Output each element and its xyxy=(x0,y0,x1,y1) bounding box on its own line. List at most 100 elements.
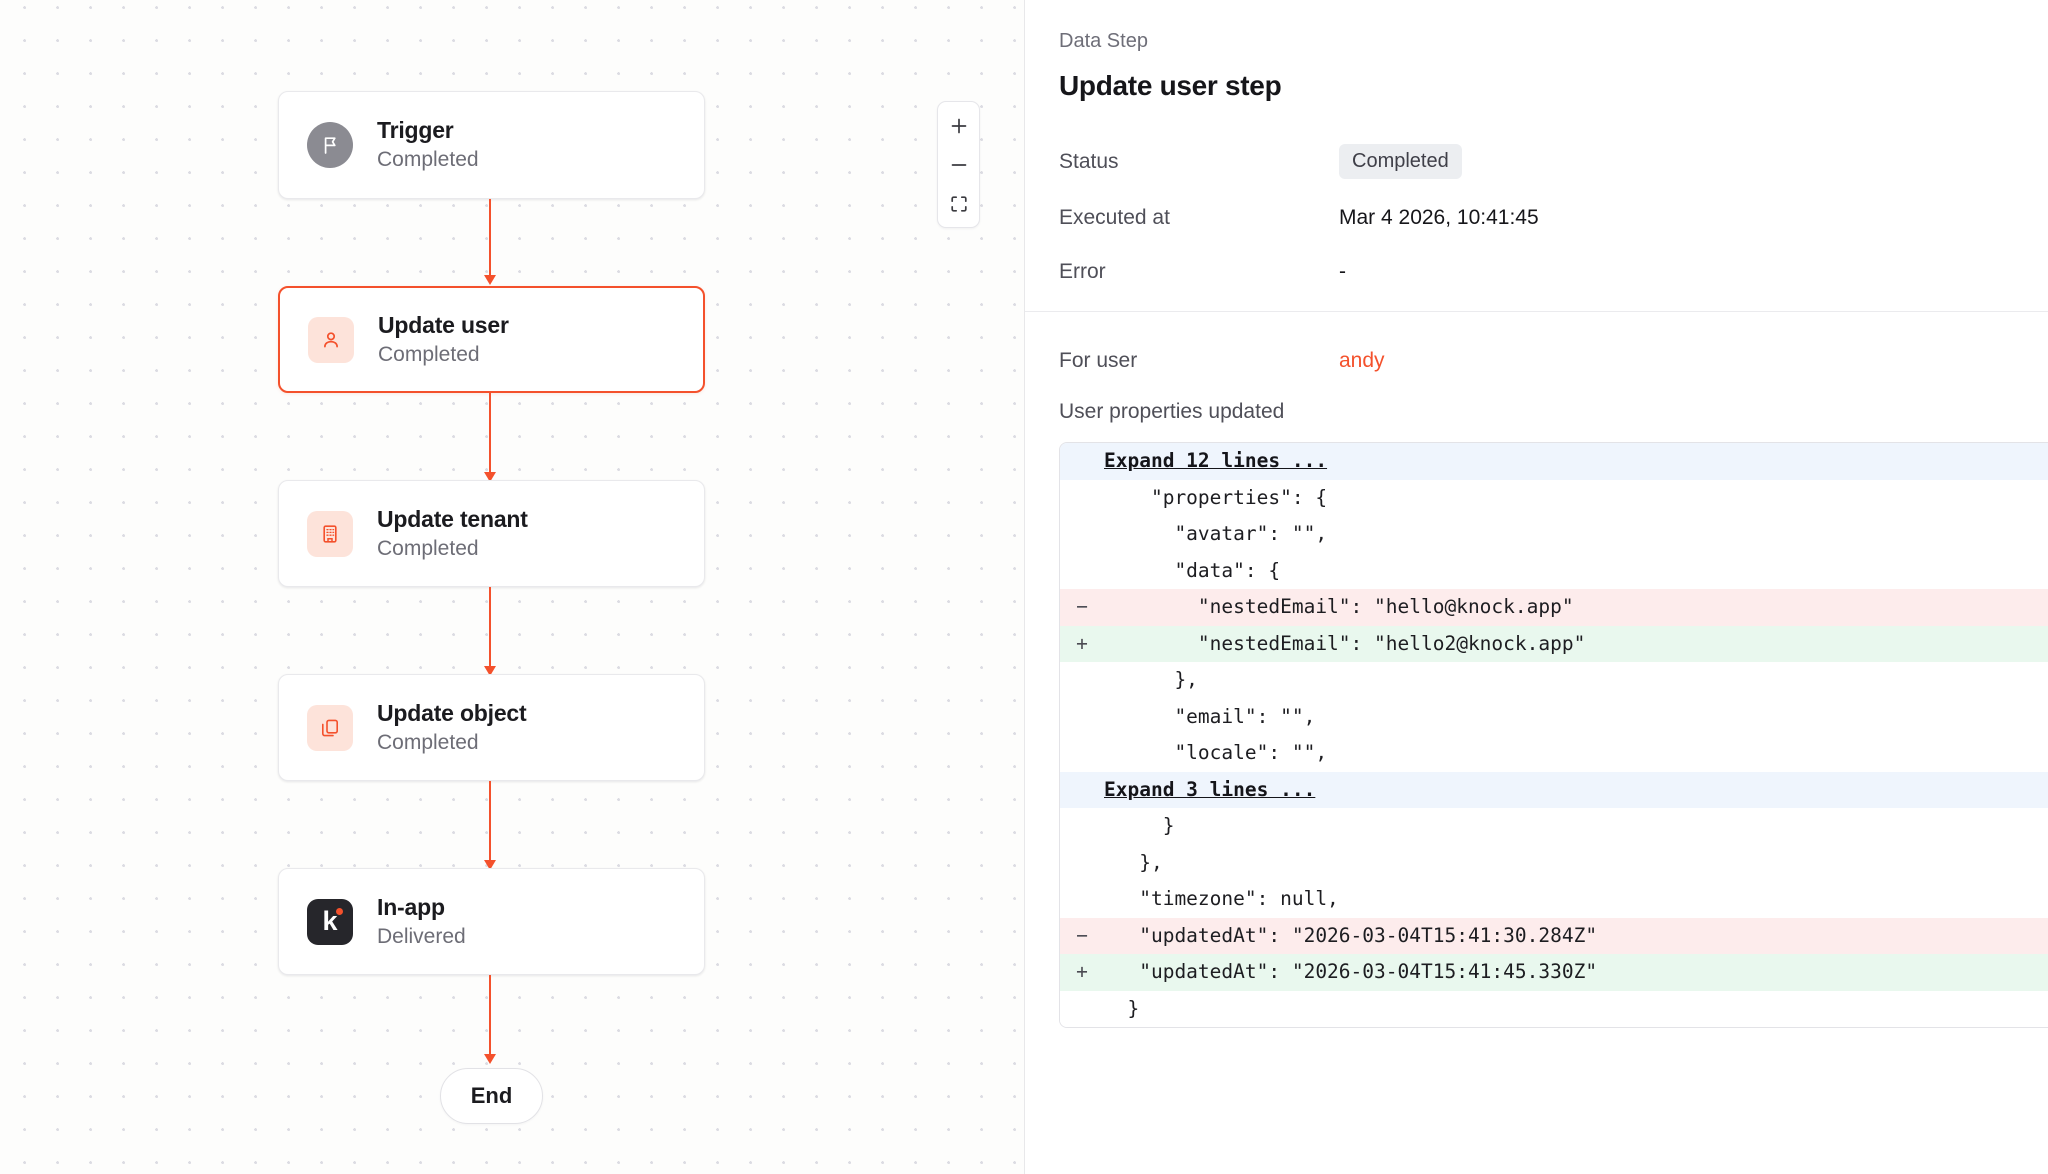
flow-node-title: Update user xyxy=(378,311,509,338)
user-link[interactable]: andy xyxy=(1339,349,1385,372)
knock-badge-dot-icon xyxy=(336,907,343,915)
diff-row: "locale": "", xyxy=(1060,735,2048,772)
canvas-zoom-controls xyxy=(937,101,980,228)
diff-text: } xyxy=(1104,996,1140,1020)
fit-screen-icon xyxy=(950,195,967,212)
step-detail-panel: Data Step Update user step Status Comple… xyxy=(1025,0,2048,1174)
flow-node-update-tenant[interactable]: Update tenant Completed xyxy=(278,480,705,587)
user-properties-diff: Expand 12 lines ... "properties": { "ava… xyxy=(1059,442,2048,1028)
detail-row-executed-at: Executed at Mar 4 2026, 10:41:45 xyxy=(1059,203,2048,233)
detail-row-error: Error - xyxy=(1059,257,2048,287)
edge-update-object-to-in-app xyxy=(484,781,496,870)
diff-row: "email": "", xyxy=(1060,698,2048,735)
knock-k-glyph: k xyxy=(322,906,338,936)
diff-text: } xyxy=(1104,814,1175,837)
copy-icon xyxy=(307,704,353,751)
flow-node-end[interactable]: End xyxy=(440,1068,543,1124)
status-badge: Completed xyxy=(1339,144,1462,179)
diff-row-removed: − "nestedEmail": "hello@knock.app" xyxy=(1060,589,2048,626)
flag-icon xyxy=(307,122,353,168)
flow-node-status: Completed xyxy=(377,148,479,172)
flow-node-status: Completed xyxy=(378,342,480,366)
arrowhead-icon xyxy=(484,472,496,482)
diff-expand-link[interactable]: Expand 12 lines ... xyxy=(1104,449,1328,472)
user-icon xyxy=(308,316,354,363)
flow-node-title: Update object xyxy=(377,699,527,726)
diff-row: } xyxy=(1060,808,2048,845)
diff-row: "data": { xyxy=(1060,552,2048,589)
zoom-in-button[interactable] xyxy=(938,106,979,145)
detail-value: - xyxy=(1339,260,1346,283)
diff-expand-row[interactable]: Expand 12 lines ... xyxy=(1060,443,2048,480)
flow-node-text: In-app Delivered xyxy=(377,894,466,949)
flow-node-in-app[interactable]: k In-app Delivered xyxy=(278,868,705,975)
detail-label: For user xyxy=(1059,349,1138,372)
diff-gutter-removed: − xyxy=(1076,923,1088,947)
diff-text: "nestedEmail": "hello2@knock.app" xyxy=(1104,631,1586,655)
flow-node-text: Update tenant Completed xyxy=(377,506,528,561)
diff-row: }, xyxy=(1060,662,2048,699)
diff-row-added: + "nestedEmail": "hello2@knock.app" xyxy=(1060,625,2048,662)
detail-value: Mar 4 2026, 10:41:45 xyxy=(1339,206,1539,229)
fit-to-screen-button[interactable] xyxy=(938,184,979,223)
diff-row: } xyxy=(1060,990,2048,1027)
diff-row: }, xyxy=(1060,844,2048,881)
arrowhead-icon xyxy=(484,275,496,285)
detail-label: Error xyxy=(1059,260,1106,283)
arrowhead-icon xyxy=(484,1054,496,1064)
diff-row: "avatar": "", xyxy=(1060,516,2048,553)
flow-node-trigger[interactable]: Trigger Completed xyxy=(278,91,705,199)
edge-update-user-to-update-tenant xyxy=(484,393,496,482)
diff-expand-row[interactable]: Expand 3 lines ... xyxy=(1060,771,2048,808)
edge-in-app-to-end xyxy=(484,975,496,1064)
edge-trigger-to-update-user xyxy=(484,199,496,285)
knock-logo-icon: k xyxy=(307,898,353,945)
flow-node-update-user[interactable]: Update user Completed xyxy=(278,286,705,393)
arrowhead-icon xyxy=(484,666,496,676)
diff-text: "timezone": null, xyxy=(1104,887,1339,910)
diff-gutter-added: + xyxy=(1076,631,1088,655)
diff-row-added: + "updatedAt": "2026-03-04T15:41:45.330Z… xyxy=(1060,954,2048,991)
panel-kicker: Data Step xyxy=(1059,30,1148,52)
building-icon xyxy=(307,510,353,557)
plus-icon xyxy=(951,118,966,133)
flow-node-text: Trigger Completed xyxy=(377,117,479,172)
flow-node-status: Completed xyxy=(377,730,479,754)
minus-icon xyxy=(951,163,966,166)
diff-text: }, xyxy=(1104,668,1198,691)
flow-node-title: In-app xyxy=(377,893,445,920)
flow-node-text: Update user Completed xyxy=(378,312,509,367)
workflow-canvas[interactable]: Trigger Completed Update user Completed xyxy=(0,0,1025,1174)
diff-text: "properties": { xyxy=(1104,485,1328,509)
diff-text: "avatar": "", xyxy=(1104,522,1328,545)
diff-text: "data": { xyxy=(1104,558,1281,582)
detail-label: Executed at xyxy=(1059,206,1170,229)
detail-row-for-user: For user andy xyxy=(1059,346,2048,376)
diff-gutter-added: + xyxy=(1076,960,1088,983)
zoom-out-button[interactable] xyxy=(938,145,979,184)
diff-gutter-removed: − xyxy=(1076,595,1088,618)
diff-expand-link[interactable]: Expand 3 lines ... xyxy=(1104,777,1316,801)
page-title: Update user step xyxy=(1059,70,1282,101)
arrowhead-icon xyxy=(484,860,496,870)
diff-row-removed: − "updatedAt": "2026-03-04T15:41:30.284Z… xyxy=(1060,917,2048,954)
diff-row: "properties": { xyxy=(1060,479,2048,516)
flow-node-title: Trigger xyxy=(377,117,454,144)
edge-update-tenant-to-update-object xyxy=(484,587,496,676)
diff-row: "timezone": null, xyxy=(1060,881,2048,918)
diff-text: "updatedAt": "2026-03-04T15:41:30.284Z" xyxy=(1104,923,1598,947)
flow-node-update-object[interactable]: Update object Completed xyxy=(278,674,705,781)
detail-label: Status xyxy=(1059,149,1119,173)
flow-node-status: Delivered xyxy=(377,924,466,948)
diff-text: "email": "", xyxy=(1104,704,1316,728)
diff-text: "nestedEmail": "hello@knock.app" xyxy=(1104,595,1574,618)
diff-text: }, xyxy=(1104,850,1163,874)
flow-node-text: Update object Completed xyxy=(377,699,527,755)
detail-row-status: Status Completed xyxy=(1059,144,2048,179)
diff-text: "locale": "", xyxy=(1104,741,1328,764)
section-divider xyxy=(1025,311,2048,312)
user-properties-label: User properties updated xyxy=(1059,400,1285,423)
flow-node-status: Completed xyxy=(377,536,479,560)
diff-text: "updatedAt": "2026-03-04T15:41:45.330Z" xyxy=(1104,960,1598,983)
